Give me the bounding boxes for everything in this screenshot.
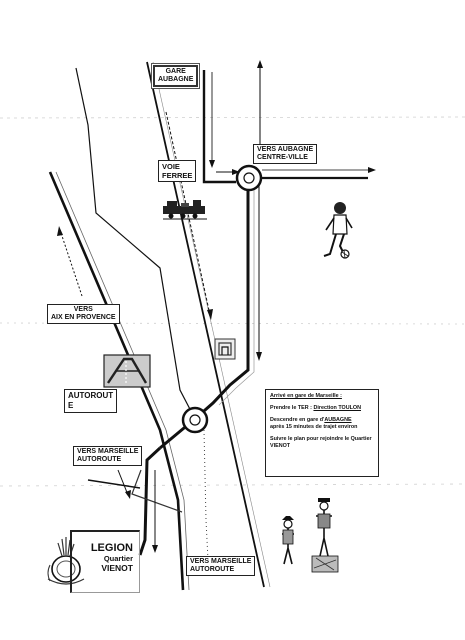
label-autoroute: AUTOROUT E: [64, 389, 118, 413]
thin-road-left: [75, 67, 194, 416]
instructions-line1-prefix: Prendre le TER :: [270, 405, 312, 411]
instructions-line1: Prendre le TER : Direction TOULON: [270, 405, 374, 412]
legion-emblem-icon: [47, 537, 85, 585]
landmark-icon: [214, 338, 236, 360]
figures-illustration-icon: [282, 498, 339, 573]
label-voie-line2: FERREE: [162, 171, 193, 180]
label-gare-aubagne: GARE AUBAGNE: [153, 65, 199, 87]
instructions-line3: Suivre le plan pour rejoindre le Quartie…: [270, 436, 372, 449]
label-vers-aix: VERS AIX EN PROVENCE: [47, 304, 120, 324]
instructions-line2-place: AUBAGNE: [324, 417, 352, 423]
label-autoroute-line2: E: [68, 401, 74, 410]
label-gare-line1: GARE: [165, 68, 186, 75]
label-vers-aix-line2: AIX EN PROVENCE: [51, 314, 116, 321]
roundabout-bottom: [181, 406, 209, 434]
destination-line2: Quartier: [103, 554, 133, 563]
autoroute-icon: [103, 354, 151, 388]
label-vers-marseille-line2: AUTOROUTE: [77, 456, 122, 463]
label-vers-aubagne-line1: VERS AUBAGNE: [257, 146, 314, 153]
label-vers-marseille: VERS MARSEILLE AUTOROUTE: [73, 446, 143, 466]
road-to-legion: [138, 446, 162, 556]
instructions-line2: Descendre en gare d'AUBAGNE après 15 min…: [270, 417, 374, 431]
route-arrow-aix: [59, 229, 83, 297]
main-road: [159, 178, 250, 450]
train-icon: [163, 200, 207, 220]
instructions-line2-b: après 15 minutes de trajet environ: [270, 424, 358, 430]
label-vers-marseille-bottom: VERS MARSEILLE AUTOROUTE: [186, 556, 256, 576]
label-vers-marseille-bottom-line1: VERS MARSEILLE: [190, 558, 252, 565]
label-vers-aix-line1: VERS: [73, 306, 93, 313]
railway-line: [146, 61, 265, 588]
autoroute-line: [48, 171, 185, 591]
instructions-title: Arrivé en gare de Marseille :: [270, 393, 342, 399]
label-vers-marseille-line1: VERS MARSEILLE: [77, 448, 139, 455]
label-autoroute-line1: AUTOROUT: [68, 391, 114, 400]
destination-legion: LEGION Quartier VIENOT: [70, 530, 140, 593]
label-voie-ferree: VOIE FERREE: [158, 160, 197, 182]
label-vers-marseille-bottom-line2: AUTOROUTE: [190, 566, 235, 573]
soccer-player-icon: [323, 202, 353, 259]
instructions-line1-direction: Direction TOULON: [313, 405, 361, 411]
label-gare-line2: AUBAGNE: [158, 76, 194, 83]
destination-name: LEGION: [90, 542, 133, 554]
roundabout-top: [235, 164, 263, 192]
route-arrow-marseille: [117, 469, 129, 496]
destination-line3: VIENOT: [101, 563, 133, 573]
label-vers-aubagne: VERS AUBAGNE CENTRE-VILLE: [253, 144, 318, 164]
station-road: [202, 70, 236, 184]
label-voie-line1: VOIE: [162, 162, 180, 171]
instructions-box: Arrivé en gare de Marseille : Prendre le…: [265, 389, 379, 477]
label-vers-aubagne-line2: CENTRE-VILLE: [257, 154, 308, 161]
instructions-line2-a: Descendre en gare d': [270, 417, 325, 423]
